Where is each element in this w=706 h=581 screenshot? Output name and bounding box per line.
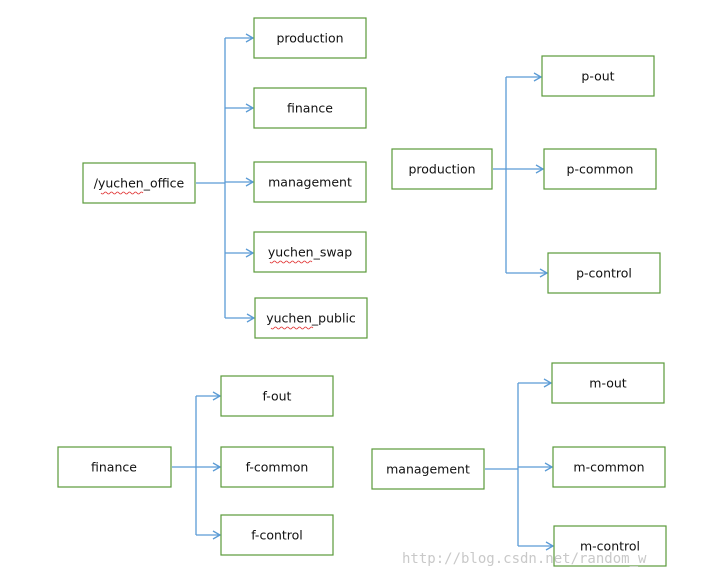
node-label: finance: [91, 460, 137, 475]
node-p-control: p-control: [547, 252, 661, 294]
node-p-common: p-common: [543, 148, 657, 190]
node-label: production: [408, 162, 475, 177]
node-label: f-out: [263, 389, 292, 404]
node-label: production: [276, 31, 343, 46]
node-f-common: f-common: [220, 446, 334, 488]
node-label: management: [268, 175, 352, 190]
node-yuchen-public: yuchen_public: [254, 297, 368, 339]
connectors-yuchen-office: [196, 33, 256, 323]
connectors-finance: [172, 391, 222, 540]
node-label: finance: [287, 101, 333, 116]
node-label: yuchen_swap: [268, 245, 352, 260]
node-production: production: [253, 17, 367, 59]
node-m-out: m-out: [551, 362, 665, 404]
spellcheck-underline: [270, 326, 314, 330]
node-m-control: m-control: [553, 525, 667, 567]
node-label: f-common: [246, 460, 309, 475]
node-label: f-control: [251, 528, 303, 543]
watermark-text: http://blog.csdn.net/random_w: [402, 551, 647, 567]
spellcheck-underline: [269, 260, 313, 264]
node-p-out: p-out: [541, 55, 655, 97]
node-m-common: m-common: [552, 446, 666, 488]
node-label: m-control: [580, 539, 640, 554]
node-label: m-common: [573, 460, 644, 475]
node-label: p-common: [567, 162, 634, 177]
node-production-root: production: [391, 148, 493, 190]
node-management: management: [253, 161, 367, 203]
node-label: yuchen_public: [266, 311, 356, 326]
node-f-out: f-out: [220, 375, 334, 417]
node-yuchen-office: /yuchen_office: [82, 162, 196, 204]
connectors-management: [485, 378, 555, 551]
node-label: p-out: [581, 69, 614, 84]
spellcheck-underline: [100, 191, 144, 195]
node-f-control: f-control: [220, 514, 334, 556]
node-label: management: [386, 462, 470, 477]
node-label: p-control: [576, 266, 632, 281]
node-label: /yuchen_office: [94, 176, 185, 191]
node-label: m-out: [589, 376, 626, 391]
node-management-root: management: [371, 448, 485, 490]
node-finance-root: finance: [57, 446, 172, 488]
node-yuchen-swap: yuchen_swap: [253, 231, 367, 273]
node-finance: finance: [253, 87, 367, 129]
connectors-production: [493, 72, 549, 278]
